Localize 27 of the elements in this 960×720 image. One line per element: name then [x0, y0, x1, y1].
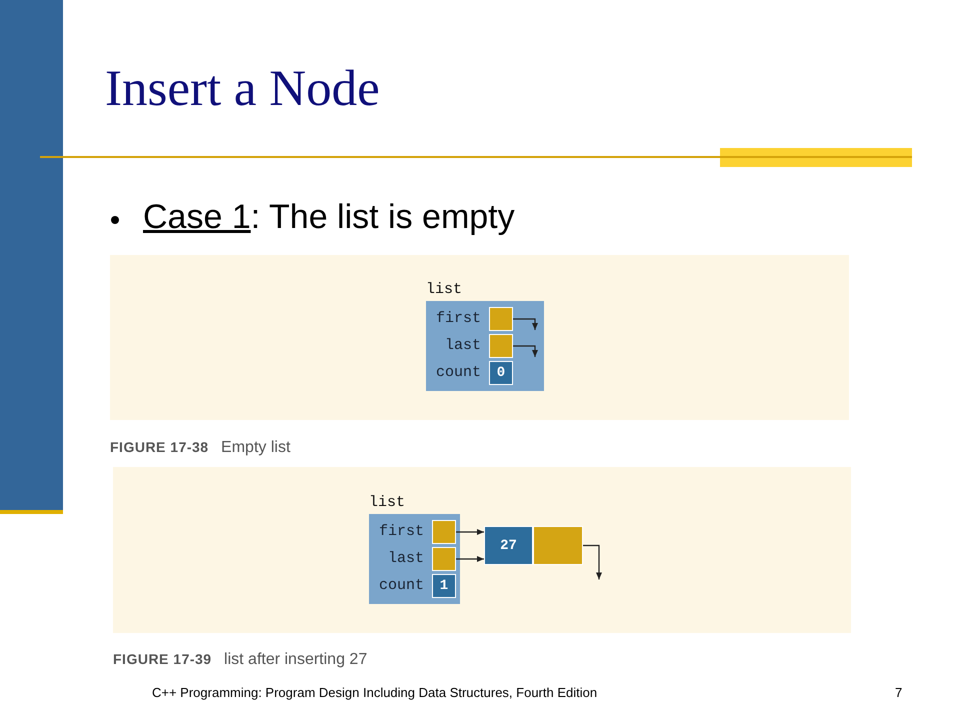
footer-text: C++ Programming: Program Design Including Data Structures, Fourth Edition — [152, 685, 598, 700]
figure-caption: FIGURE 17-38 Empty list — [110, 439, 290, 457]
pointer-cell — [489, 334, 513, 358]
value-cell: 0 — [489, 361, 513, 385]
arrow — [456, 529, 484, 535]
value-cell: 1 — [432, 574, 456, 598]
field-label: count — [434, 364, 481, 382]
bullet-text: Case 1: The list is empty — [143, 198, 515, 237]
field-label: last — [386, 550, 424, 568]
variable-label: list — [426, 281, 462, 299]
field-label: first — [378, 523, 424, 541]
data-cell: 27 — [484, 526, 533, 565]
field-label: count — [378, 577, 424, 595]
figure-caption: FIGURE 17-39 list after inserting 27 — [113, 651, 368, 669]
arrow — [583, 544, 602, 580]
link-cell — [533, 526, 583, 565]
page-number: 7 — [895, 685, 902, 700]
slide-title: Insert a Node — [105, 60, 380, 118]
arrow — [456, 556, 484, 562]
pointer-cell — [432, 520, 456, 544]
pointer-cell — [489, 307, 513, 331]
field-label: first — [434, 310, 481, 328]
variable-label: list — [369, 494, 406, 512]
arrow — [513, 318, 538, 330]
arrow — [513, 345, 538, 357]
field-label: last — [444, 337, 481, 355]
pointer-cell — [432, 547, 456, 571]
